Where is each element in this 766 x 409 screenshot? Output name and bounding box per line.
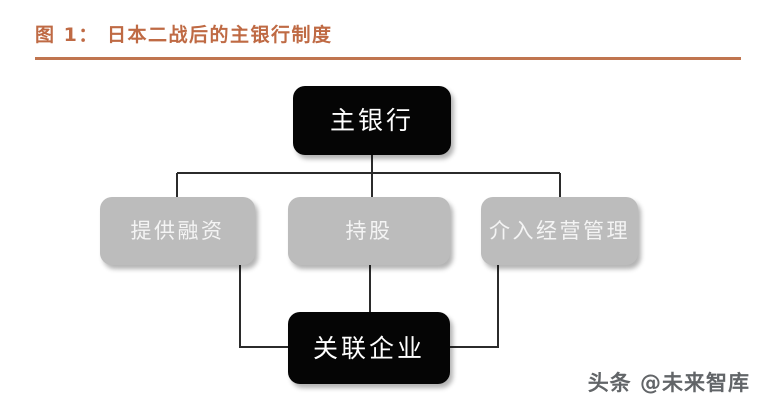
node-intervene-management-label: 介入经营管理 [489,218,630,243]
node-main-bank-label: 主银行 [329,106,414,135]
node-intervene-management[interactable]: 介入经营管理 [481,197,638,265]
node-provide-financing-label: 提供融资 [130,218,225,243]
page-title: 图 1： 日本二战后的主银行制度 [35,24,333,46]
node-main-bank[interactable]: 主银行 [293,86,451,155]
edge-provide-financing-to-affiliate [239,265,289,348]
title-divider [35,57,741,60]
edge-intervene-management-to-affiliate [449,265,499,348]
node-affiliated-enterprise[interactable]: 关联企业 [288,312,450,384]
node-provide-financing[interactable]: 提供融资 [100,197,255,265]
node-affiliated-enterprise-label: 关联企业 [312,333,425,363]
node-hold-shares-label: 持股 [345,218,393,243]
node-hold-shares[interactable]: 持股 [288,197,450,265]
watermark: 头条 @未来智库 [587,371,750,395]
